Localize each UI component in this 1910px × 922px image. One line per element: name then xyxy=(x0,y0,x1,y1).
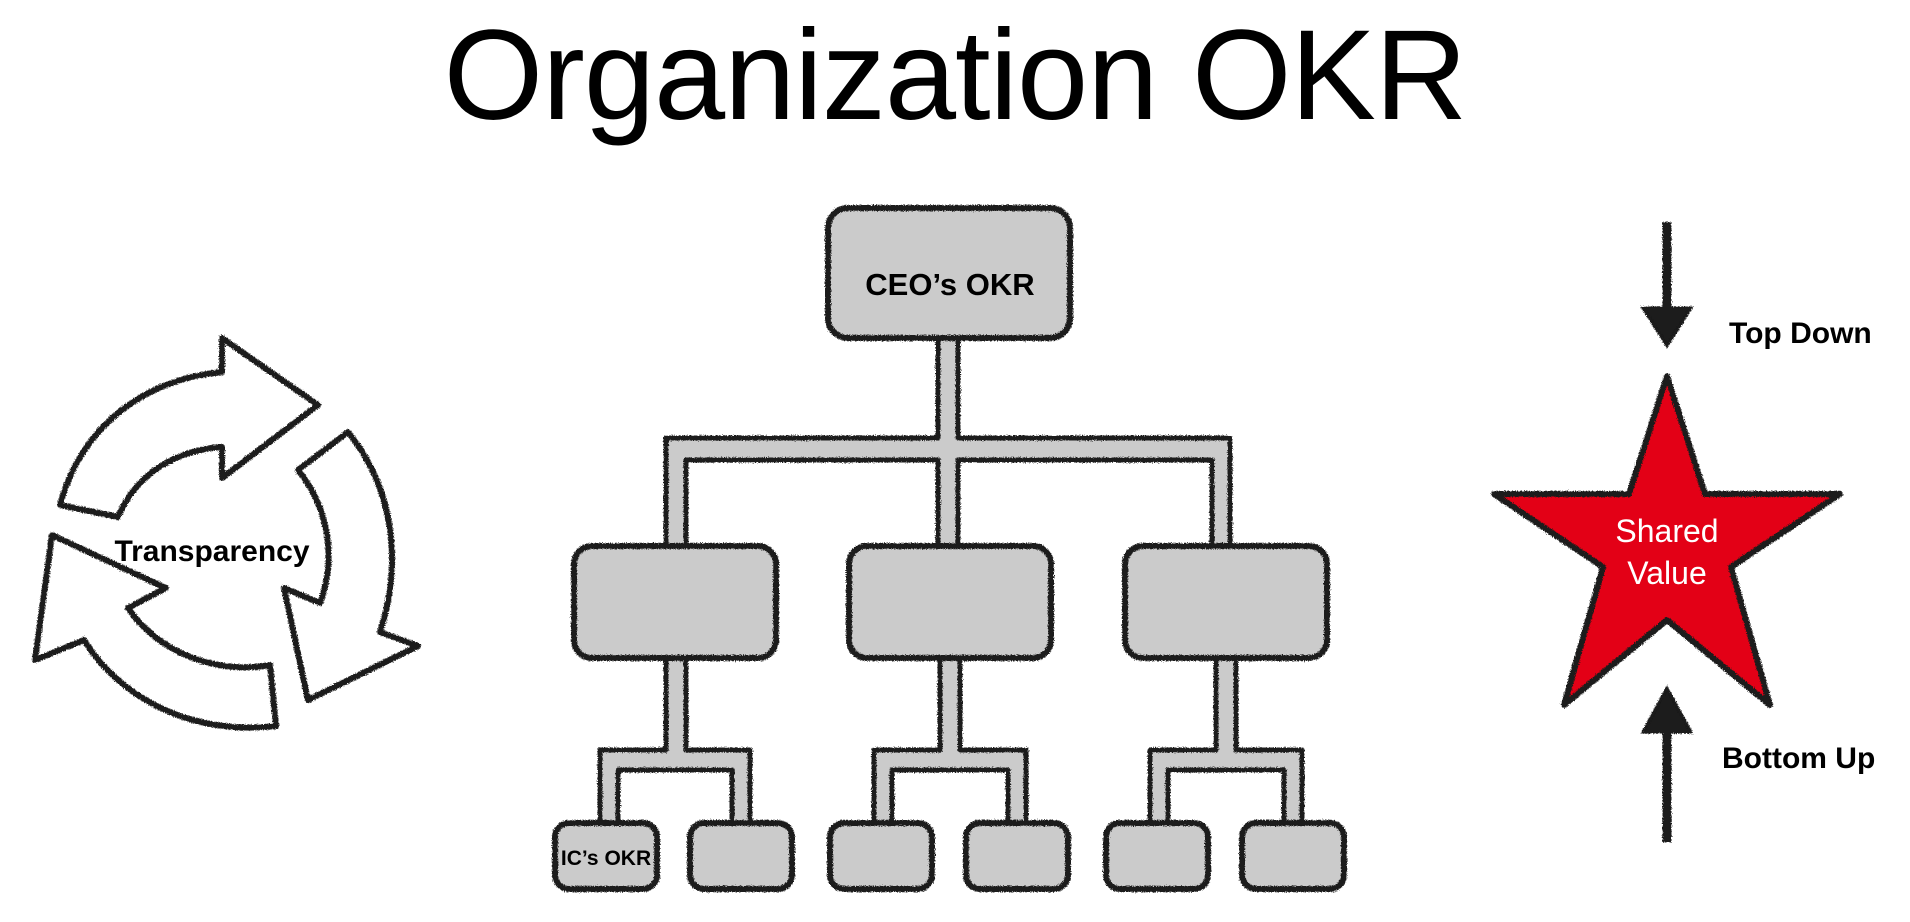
transparency-label: Transparency xyxy=(114,535,309,568)
ic-okr-box-1 xyxy=(552,820,660,892)
bottom-up-arrow-icon xyxy=(1640,684,1694,842)
shared-value-star xyxy=(1491,373,1843,708)
ic-okr-box-5 xyxy=(1103,820,1211,892)
ic-okr-box-3 xyxy=(827,820,935,892)
bottom-up-label: Bottom Up xyxy=(1722,742,1875,775)
ceo-okr-label: CEO’s OKR xyxy=(865,267,1034,302)
ic-okr-box-6 xyxy=(1239,820,1347,892)
star-label-line1: Shared xyxy=(1615,513,1718,549)
ic-okr-box-4 xyxy=(963,820,1071,892)
mid-okr-box-1 xyxy=(571,543,779,661)
top-down-arrow-icon xyxy=(1640,222,1694,349)
cycle-arrows-icon xyxy=(32,335,421,731)
mid-okr-box-2 xyxy=(846,543,1054,661)
page-title: Organization OKR xyxy=(443,4,1468,147)
star-icon xyxy=(1491,373,1843,708)
star-label-line2: Value xyxy=(1627,555,1706,591)
cycle-arrow-right xyxy=(281,429,421,703)
top-down-label: Top Down xyxy=(1729,317,1872,350)
cycle-arrow-top xyxy=(57,335,321,520)
org-tree-connectors xyxy=(597,332,1305,831)
ic-okr-box-2 xyxy=(687,820,795,892)
ic-okr-label: IC’s OKR xyxy=(561,847,651,870)
cycle-arrow-bottom xyxy=(32,532,279,731)
ceo-okr-box xyxy=(825,205,1073,341)
mid-okr-box-3 xyxy=(1122,543,1330,661)
